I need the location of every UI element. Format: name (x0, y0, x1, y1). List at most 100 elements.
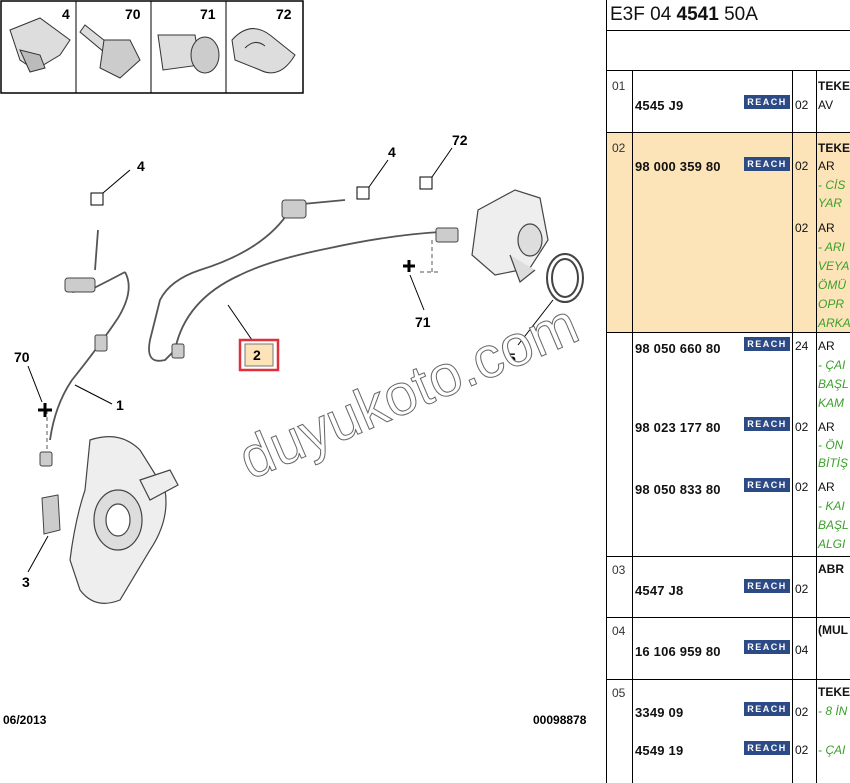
reach-badge: REACH (744, 157, 790, 171)
quantity: 02 (795, 480, 809, 494)
thumb-label-71: 71 (200, 6, 216, 22)
part-note: KAM (818, 396, 845, 410)
reach-badge: REACH (744, 417, 790, 431)
wheel-hub-shape (471, 189, 549, 283)
callout-label-71: 71 (415, 314, 431, 330)
table-row[interactable]: 05 3349 09 REACH 02 TEKE - 8 İN 4549 19 … (606, 679, 850, 783)
part-note: OPR (818, 297, 845, 311)
table-row[interactable]: 04 16 106 959 80 REACH 04 (MUL (606, 617, 850, 679)
col-divider (632, 70, 633, 783)
part-note: - KAI (818, 499, 845, 513)
leader-71 (409, 274, 425, 311)
row-index: 02 (612, 141, 626, 155)
clamp-thumbnail-icon (231, 28, 296, 74)
quantity: 02 (795, 705, 809, 719)
leader-3 (27, 535, 49, 573)
table-row[interactable]: 01 4545 J9 REACH 02 TEKE AV (606, 70, 850, 132)
reach-badge: REACH (744, 640, 790, 654)
part-note: BİTİŞ (818, 456, 849, 470)
table-row[interactable]: 98 050 833 80 REACH 02 AR - KAI BAŞL ALG… (606, 476, 850, 556)
part-number[interactable]: 98 050 660 80 (635, 341, 721, 356)
part-position: AR (818, 221, 835, 235)
callout-box-4a (90, 169, 131, 206)
callout-label-72: 72 (452, 132, 468, 148)
part-code-title: E3F 04 4541 50A (610, 4, 758, 26)
diagram-date: 06/2013 (3, 713, 47, 727)
reach-badge: REACH (744, 478, 790, 492)
callout-label-3: 3 (22, 574, 30, 590)
part-note: BAŞL (818, 377, 849, 391)
table-row[interactable]: 03 4547 J8 REACH 02 ABR (606, 556, 850, 617)
table-row[interactable]: 98 023 177 80 REACH 02 AR - ÖN BİTİŞ (606, 414, 850, 476)
reach-badge: REACH (744, 95, 790, 109)
part-note: VEYA (818, 259, 850, 273)
part-position: AR (818, 480, 835, 494)
table-row[interactable]: 02 98 000 359 80 REACH 02 TEKE AR - CİS … (606, 132, 850, 332)
diagram-ref-code: 00098878 (533, 713, 587, 727)
part-title: TEKE (818, 685, 850, 699)
abs-ring-shape (546, 253, 584, 303)
quantity: 02 (795, 221, 809, 235)
part-position: AR (818, 420, 835, 434)
part-number[interactable]: 98 050 833 80 (635, 482, 721, 497)
fastener-cross-icon (38, 260, 415, 417)
callout-label-2: 2 (253, 347, 261, 363)
reach-badge: REACH (744, 741, 790, 755)
callout-box-4b (356, 159, 389, 200)
col-divider (816, 70, 817, 783)
callout-label-4a: 4 (137, 158, 145, 174)
callout-box-72 (419, 147, 453, 190)
callout-label-1: 1 (116, 397, 124, 413)
watermark-text: duyukoto.com (230, 291, 588, 492)
part-note: - ÇAI (818, 358, 846, 372)
table-row[interactable]: 98 050 660 80 REACH 24 AR - ÇAI BAŞL KAM (606, 332, 850, 414)
parts-list-panel: E3F 04 4541 50A 01 4545 J9 REACH 02 TEKE… (606, 0, 850, 783)
quantity: 02 (795, 582, 809, 596)
part-note: - 8 İN (818, 704, 848, 718)
callout-inner-2 (244, 343, 274, 367)
row-index: 05 (612, 686, 626, 700)
part-number[interactable]: 98 000 359 80 (635, 159, 721, 174)
connector-shape (171, 199, 459, 359)
reach-badge: REACH (744, 702, 790, 716)
leader-5 (517, 299, 554, 346)
quantity: 02 (795, 743, 809, 757)
thumb-label-4: 4 (62, 6, 70, 22)
part-number[interactable]: 3349 09 (635, 705, 684, 720)
part-note: ALGI (818, 537, 846, 551)
row-index: 01 (612, 79, 626, 93)
part-number[interactable]: 4549 19 (635, 743, 684, 758)
part-position: AR (818, 339, 835, 353)
thumbnail-strip (0, 0, 304, 94)
part-code-suffix: 50A (718, 4, 758, 25)
bolt-thumbnail-icon (157, 34, 220, 74)
leader-2 (227, 304, 253, 341)
reach-badge: REACH (744, 579, 790, 593)
part-number[interactable]: 98 023 177 80 (635, 420, 721, 435)
part-code-bold: 4541 (676, 4, 719, 25)
fastener-guides (46, 240, 440, 450)
part-note: ÖMÜ (818, 278, 846, 292)
callout-label-4b: 4 (388, 144, 396, 160)
part-title: TEKE (818, 79, 850, 93)
callout-label-70: 70 (14, 349, 30, 365)
quantity: 02 (795, 159, 809, 173)
row-index: 04 (612, 624, 626, 638)
part-number[interactable]: 4545 J9 (635, 98, 684, 113)
part-code-prefix: E3F 04 (610, 4, 677, 25)
leader-1 (74, 384, 113, 405)
part-number[interactable]: 4547 J8 (635, 583, 684, 598)
part-note: YAR (818, 196, 843, 210)
clip-thumbnail-icon (9, 17, 71, 73)
sensor-cable-2 (148, 199, 441, 362)
part-note: - ÇAI (818, 743, 846, 757)
part-note: BAŞL (818, 518, 849, 532)
part-note: ARKA (818, 316, 850, 330)
thumb-label-70: 70 (125, 6, 141, 22)
part-note: - ARI (818, 240, 845, 254)
part-note: - CİS (818, 178, 846, 192)
col-divider (792, 70, 793, 783)
part-position: AV (818, 98, 834, 112)
part-number[interactable]: 16 106 959 80 (635, 644, 721, 659)
part-title: (MUL (818, 623, 848, 637)
